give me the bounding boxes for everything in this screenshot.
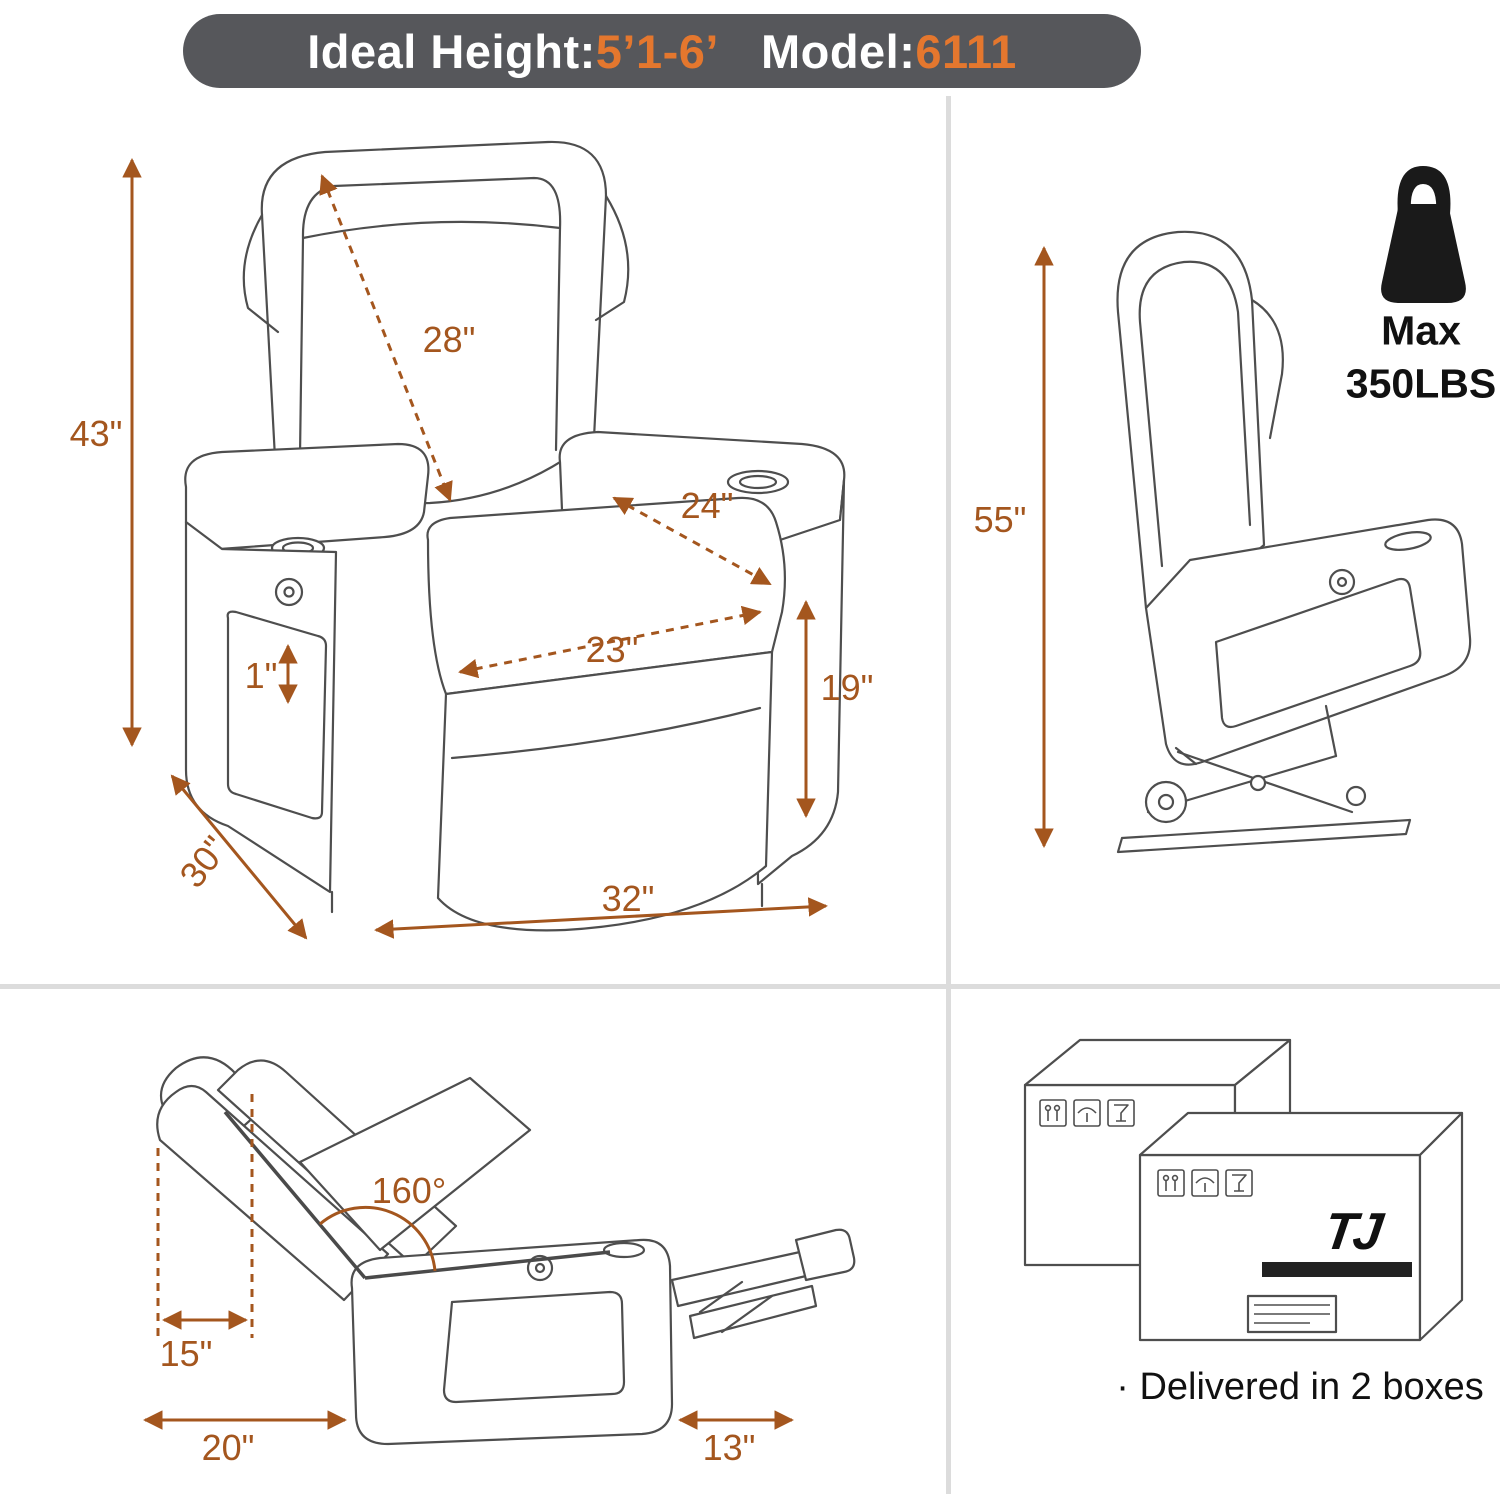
- recline-angle-arc: [319, 1205, 437, 1272]
- seat-height-dim: 19": [820, 667, 874, 708]
- weight-max-label: Max: [1381, 307, 1461, 354]
- back-length-dim: 28": [422, 319, 476, 360]
- lift-view-chair-drawing: [1116, 230, 1472, 854]
- recline-angle-lines: [223, 1110, 611, 1280]
- delivery-note: · Delivered in 2 boxes: [1116, 1366, 1484, 1408]
- dim-arrow-23: [458, 605, 762, 679]
- model-value: 6111: [915, 24, 1017, 78]
- model-label: Model:: [760, 24, 916, 78]
- recline-view-dimension-arrows: [143, 1094, 794, 1430]
- header-banner: Ideal Height:5’1-6’ Model:6111: [183, 14, 1141, 88]
- weight-value-label: 350LBS: [1345, 360, 1497, 407]
- dim-arrow-30: [170, 774, 308, 940]
- footrest-height-dim: 15": [159, 1333, 213, 1374]
- footrest-length-dim: 13": [702, 1427, 756, 1468]
- front-view-dimension-arrows: [122, 158, 828, 940]
- lift-height-dim: 55": [973, 499, 1027, 540]
- recline-view-chair-drawing: [156, 1056, 856, 1446]
- pocket-gap-dim: 1": [244, 655, 278, 696]
- horizontal-divider: [0, 984, 1500, 989]
- weight-icon: [1381, 166, 1466, 303]
- seat-width-dim: 24": [680, 485, 734, 526]
- base-length-dim: 20": [201, 1427, 255, 1468]
- recline-angle-dim: 160°: [371, 1170, 447, 1211]
- width-dim: 32": [601, 878, 655, 919]
- dim-arrow-28: [319, 174, 453, 502]
- seat-depth-dim: 23": [585, 629, 639, 670]
- front-view-chair-drawing: [184, 140, 846, 932]
- vertical-divider: [946, 96, 951, 1494]
- ideal-height-value: 5’1-6’: [595, 24, 719, 78]
- delivery-boxes-drawing: [1023, 1038, 1464, 1342]
- dim-arrow-32: [374, 897, 828, 939]
- ideal-height-label: Ideal Height:: [307, 24, 596, 78]
- box-brand-logo: TJ: [1320, 1203, 1384, 1261]
- front-height-dim: 43": [69, 413, 123, 454]
